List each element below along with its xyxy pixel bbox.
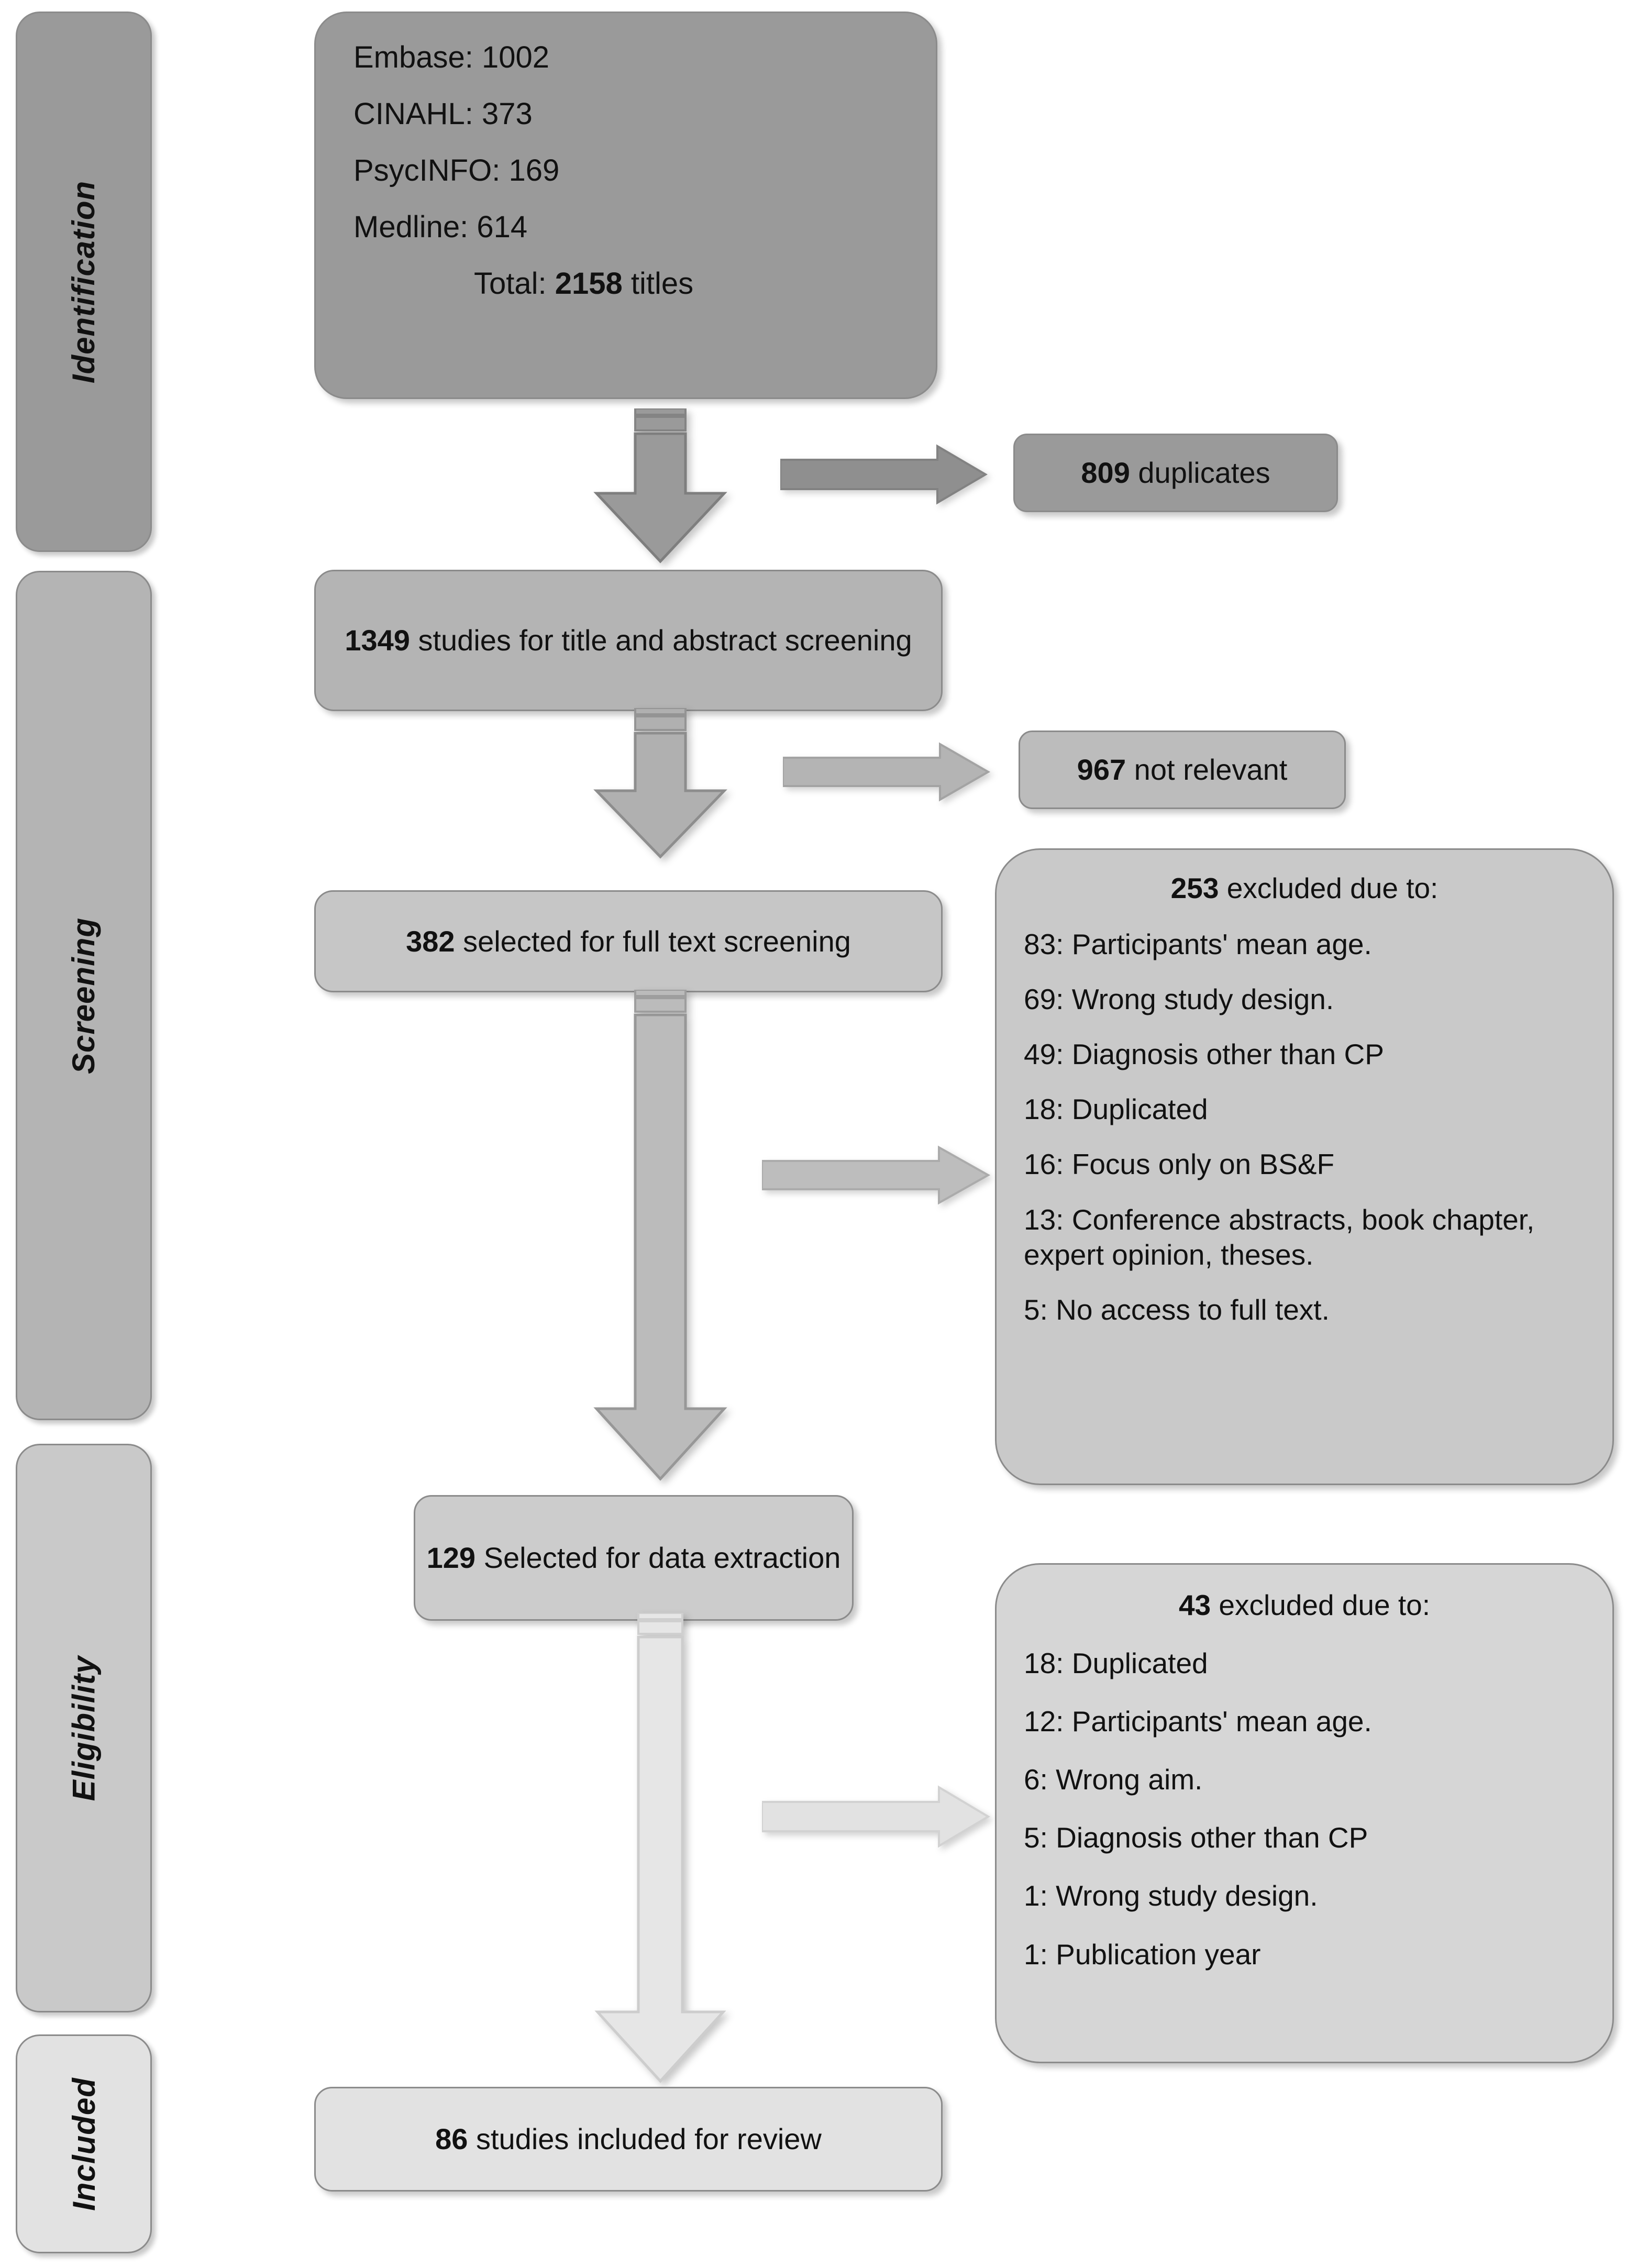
stage-label-screening: Screening [66,917,102,1074]
data-extraction-text: 129 Selected for data extraction [427,1535,841,1580]
title-abstract-text: 1349 studies for title and abstract scre… [345,618,912,662]
stage-bar-identification: Identification [16,12,152,552]
excluded-253-item-6: 13: Conference abstracts, book chapter, … [1024,1203,1535,1271]
excluded-43-item-6: 1: Publication year [1024,1938,1261,1971]
excluded-253-header: 253 excluded due to: [1171,871,1439,906]
excluded-253-item-3: 49: Diagnosis other than CP [1024,1038,1384,1071]
excluded-43-box: 43 excluded due to: 18: Duplicated 12: P… [995,1563,1614,2063]
arrow-right-icon-1 [780,444,988,505]
stage-bar-eligibility: Eligibility [16,1444,152,2012]
not-relevant-box: 967 not relevant [1019,731,1346,809]
excluded-43-count: 43 [1178,1589,1211,1621]
stage-label-included: Included [66,2077,102,2211]
excluded-253-header-label: excluded due to: [1219,872,1439,904]
included-studies-box: 86 studies included for review [314,2087,943,2192]
duplicates-label: duplicates [1130,456,1270,490]
excluded-43-header: 43 excluded due to: [1179,1588,1430,1623]
total-prefix: Total: [474,267,555,301]
excluded-43-item-5: 1: Wrong study design. [1024,1879,1318,1912]
data-extraction-box: 129 Selected for data extraction [414,1495,854,1621]
excluded-253-item-1: 83: Participants' mean age. [1024,928,1372,961]
duplicates-box: 809 duplicates [1013,434,1338,512]
total-suffix: titles [622,267,694,301]
title-abstract-count: 1349 [345,624,410,657]
included-count: 86 [435,2122,468,2156]
source-line-cinahl: CINAHL: 373 [353,97,533,131]
arrow-down-icon-1 [593,408,727,563]
included-text: 86 studies included for review [435,2117,822,2161]
arrow-down-icon-4 [594,1613,726,2083]
included-label: studies included for review [468,2122,822,2156]
duplicates-text: 809 duplicates [1081,450,1270,495]
excluded-43-item-3: 6: Wrong aim. [1024,1763,1203,1796]
not-relevant-label: not relevant [1126,753,1288,787]
arrow-right-icon-3 [762,1145,991,1205]
source-line-medline: Medline: 614 [353,210,528,244]
excluded-253-box: 253 excluded due to: 83: Participants' m… [995,848,1614,1485]
total-count: 2158 [555,267,623,301]
excluded-253-item-5: 16: Focus only on BS&F [1024,1148,1335,1181]
source-line-embase: Embase: 1002 [353,40,550,74]
fulltext-label: selected for full text screening [455,924,851,958]
fulltext-screening-box: 382 selected for full text screening [314,890,943,992]
arrow-right-icon-2 [783,742,991,802]
fulltext-count: 382 [406,924,455,958]
excluded-43-item-4: 5: Diagnosis other than CP [1024,1821,1368,1854]
stage-label-identification: Identification [66,180,102,383]
sources-box: Embase: 1002 CINAHL: 373 PsycINFO: 169 M… [314,12,937,399]
duplicates-count: 809 [1081,456,1130,490]
stage-bar-included: Included [16,2034,152,2253]
source-total-line: Total: 2158 titles [474,269,936,299]
excluded-253-item-4: 18: Duplicated [1024,1093,1208,1126]
excluded-253-item-2: 69: Wrong study design. [1024,983,1334,1016]
stage-label-eligibility: Eligibility [66,1655,102,1801]
excluded-43-item-1: 18: Duplicated [1024,1647,1208,1680]
not-relevant-count: 967 [1077,753,1126,787]
source-line-psycinfo: PsycINFO: 169 [353,153,560,187]
arrow-right-icon-4 [762,1785,990,1848]
excluded-43-item-2: 12: Participants' mean age. [1024,1705,1372,1738]
excluded-253-item-7: 5: No access to full text. [1024,1293,1330,1326]
title-abstract-screening-box: 1349 studies for title and abstract scre… [314,570,943,711]
title-abstract-label: studies for title and abstract screening [410,624,912,657]
arrow-down-icon-3 [593,990,727,1481]
arrow-down-icon-2 [593,708,727,859]
excluded-253-count: 253 [1170,872,1219,904]
fulltext-text: 382 selected for full text screening [406,919,851,964]
data-extraction-label: Selected for data extraction [475,1541,841,1575]
data-extraction-count: 129 [426,1541,476,1575]
excluded-43-header-label: excluded due to: [1211,1589,1431,1621]
stage-bar-screening: Screening [16,571,152,1420]
not-relevant-text: 967 not relevant [1077,747,1288,792]
